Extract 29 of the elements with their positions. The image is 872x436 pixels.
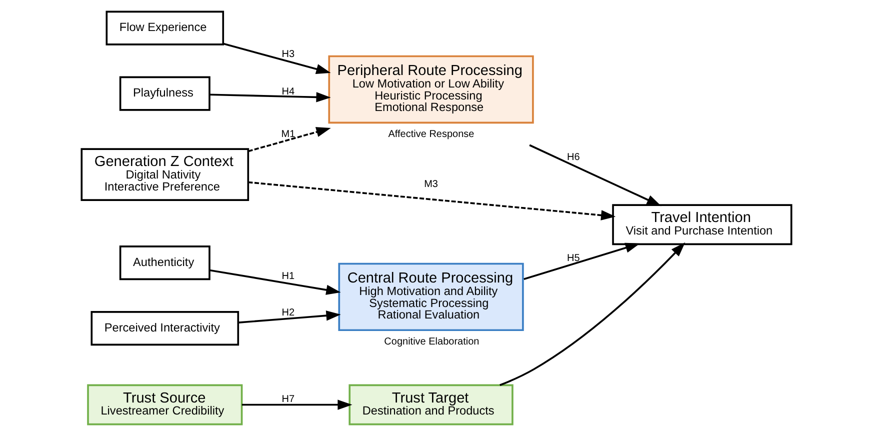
- node-label: Affective Response: [388, 129, 474, 140]
- edge-label: H1: [281, 271, 294, 282]
- node-label: Cognitive Elaboration: [384, 336, 479, 348]
- edge-label: H2: [281, 307, 294, 318]
- node-box: Authenticity: [118, 246, 210, 280]
- arrow: [222, 42, 330, 74]
- edge-label: H5: [566, 252, 580, 264]
- edge-label: H3: [281, 48, 294, 60]
- arrow: [248, 181, 616, 220]
- node-box: Trust Target Destination and Products: [348, 384, 513, 426]
- edge-label: M1: [280, 129, 295, 140]
- node-box: Travel Intention Visit and Purchase Intention: [612, 204, 792, 246]
- node-box: Trust Source Livestreamer Credibility: [86, 384, 242, 426]
- node-box: Generation Z Context Digital Nativity Interactive Preference: [80, 148, 249, 201]
- arrow: [499, 242, 685, 386]
- edge-label: H7: [281, 394, 294, 405]
- arrow: [248, 127, 330, 152]
- arrow: [238, 310, 340, 324]
- arrow: [209, 92, 330, 102]
- edge-label: H6: [566, 152, 580, 163]
- node-box: Perceived Interactivity: [90, 311, 239, 346]
- arrow: [209, 269, 340, 295]
- edge-label: H4: [281, 86, 294, 98]
- arrow: [241, 400, 352, 410]
- edge-label: M3: [424, 179, 438, 190]
- arrow: [523, 242, 640, 280]
- arrow: [528, 144, 661, 206]
- node-box: Playfulness: [118, 76, 210, 111]
- node-box: Flow Experience: [105, 10, 224, 46]
